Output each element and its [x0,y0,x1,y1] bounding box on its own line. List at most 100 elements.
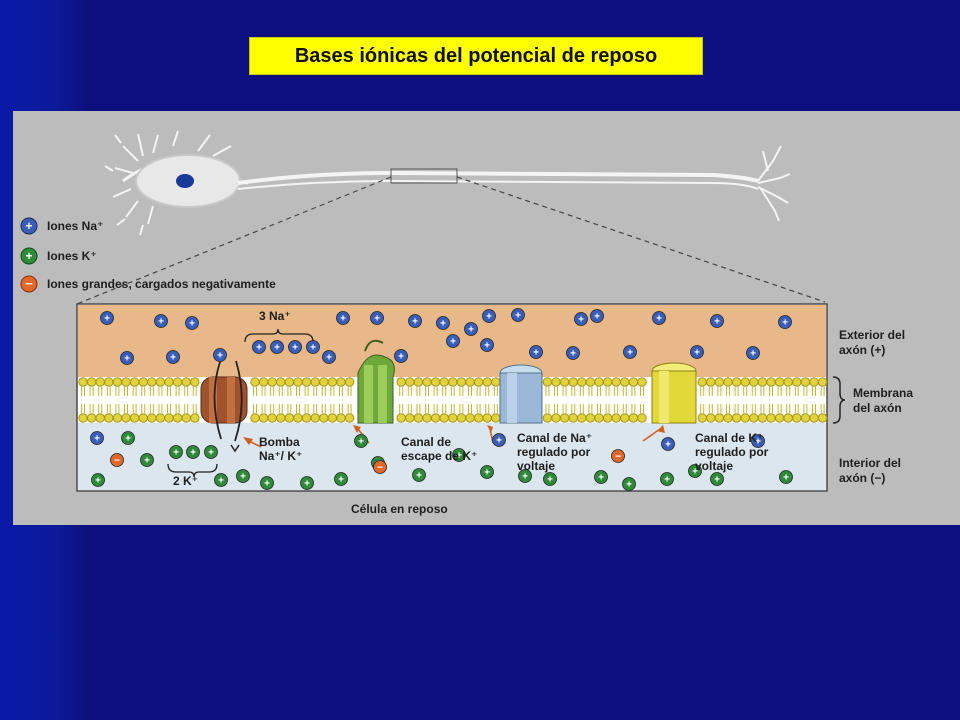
lipid-tail [270,404,275,414]
ion-sign: + [326,353,332,364]
lipid-head [456,377,467,387]
lipid-tail [622,386,627,396]
ion-sign: + [144,456,150,467]
lipid-tail [554,386,558,396]
na-ion [288,340,302,354]
exterior-label-2: axón (+) [839,343,886,357]
lipid-tail [794,386,799,396]
na-ion [306,340,320,354]
legend-anion-icon [20,275,38,293]
lipid-tail [476,386,481,396]
lipid-tail [192,404,197,414]
lipid-tail [562,404,567,414]
lipid-tail [158,386,163,396]
k-ion [594,470,608,484]
lipid-head [714,377,725,387]
diagram-panel: + + − [13,111,960,525]
lipid-head [491,377,501,387]
lipid-head [190,377,200,387]
lipid-tail [98,404,103,414]
ion-sign: + [208,448,214,459]
lipid-tail [89,404,94,414]
k-ion [334,472,348,486]
lipid-tail [287,404,292,414]
ion-sign: + [496,436,502,447]
lipid-tail [167,404,171,414]
lipid-tail [545,404,550,414]
ion-sign: + [714,475,720,486]
lipid-head [577,377,587,387]
ion-sign: + [358,437,364,448]
caption: Célula en reposo [351,502,448,516]
lipid-tail [442,404,447,414]
lipid-tail [115,404,120,414]
lipid-tail [141,404,146,414]
na-ion [482,309,496,323]
lipid-tail [631,404,636,414]
ion-sign: + [338,475,344,486]
lipid-tail [640,404,644,414]
lipid-tail [192,386,197,396]
lipid-head [164,377,174,387]
lipid-head [585,377,596,387]
pump-label-2: Na⁺/ K⁺ [259,449,303,463]
ion-sign: + [412,317,418,328]
lipid-head [396,377,406,387]
neuron-nucleus [176,174,194,188]
ion-sign: + [173,448,179,459]
lipid-tail [459,404,464,414]
lipid-tail [812,386,816,396]
ion-sign: + [656,314,662,325]
k-ion [204,445,218,459]
lipid-head [396,413,406,423]
lipid-head [95,377,105,387]
lipid-tail [726,404,730,414]
svg-text:+: + [25,249,32,263]
k-ion [186,445,200,459]
lipid-tail [330,386,335,396]
na-ion [690,345,704,359]
lipid-head [112,413,123,423]
interior-region [78,423,826,490]
lipid-head [439,413,449,423]
svg-text:−: − [25,276,33,291]
lipid-head [439,377,449,387]
ion-sign: + [189,319,195,330]
ion-sign: + [416,471,422,482]
lipid-tail [468,404,472,414]
lipid-tail [313,404,318,414]
lipid-head [172,377,183,387]
lipid-tail [450,404,455,414]
ion-sign: + [627,348,633,359]
lipid-head [293,377,303,387]
lipid-tail [321,404,326,414]
lipid-head [559,413,570,423]
lipid-tail [614,386,619,396]
legend-k-label: Iones K⁺ [47,249,97,263]
lipid-head [267,413,277,423]
lipid-head [430,377,441,387]
k-channel-label-1: Canal de K⁺ [695,431,764,445]
lipid-tail [545,386,550,396]
ion-sign: + [598,473,604,484]
k-ion [710,472,724,486]
lipid-head [250,413,260,423]
lipid-tail [571,404,576,414]
lipid-tail [321,386,326,396]
lipid-head [276,377,286,387]
lipid-head [430,413,441,423]
lipid-tail [270,386,275,396]
lipid-head [138,377,148,387]
lipid-tail [769,386,773,396]
k-ion [91,473,105,487]
lipid-tail [141,386,146,396]
na-ion [746,346,760,360]
ion-sign: − [114,456,120,467]
lipid-tail [347,404,352,414]
lipid-head [697,413,707,423]
lipid-head [473,413,484,423]
ion-sign: + [782,318,788,329]
interior-label-1: Interior del [839,456,902,470]
lipid-tail [459,386,464,396]
k-channel-label-3: voltaje [695,459,734,473]
